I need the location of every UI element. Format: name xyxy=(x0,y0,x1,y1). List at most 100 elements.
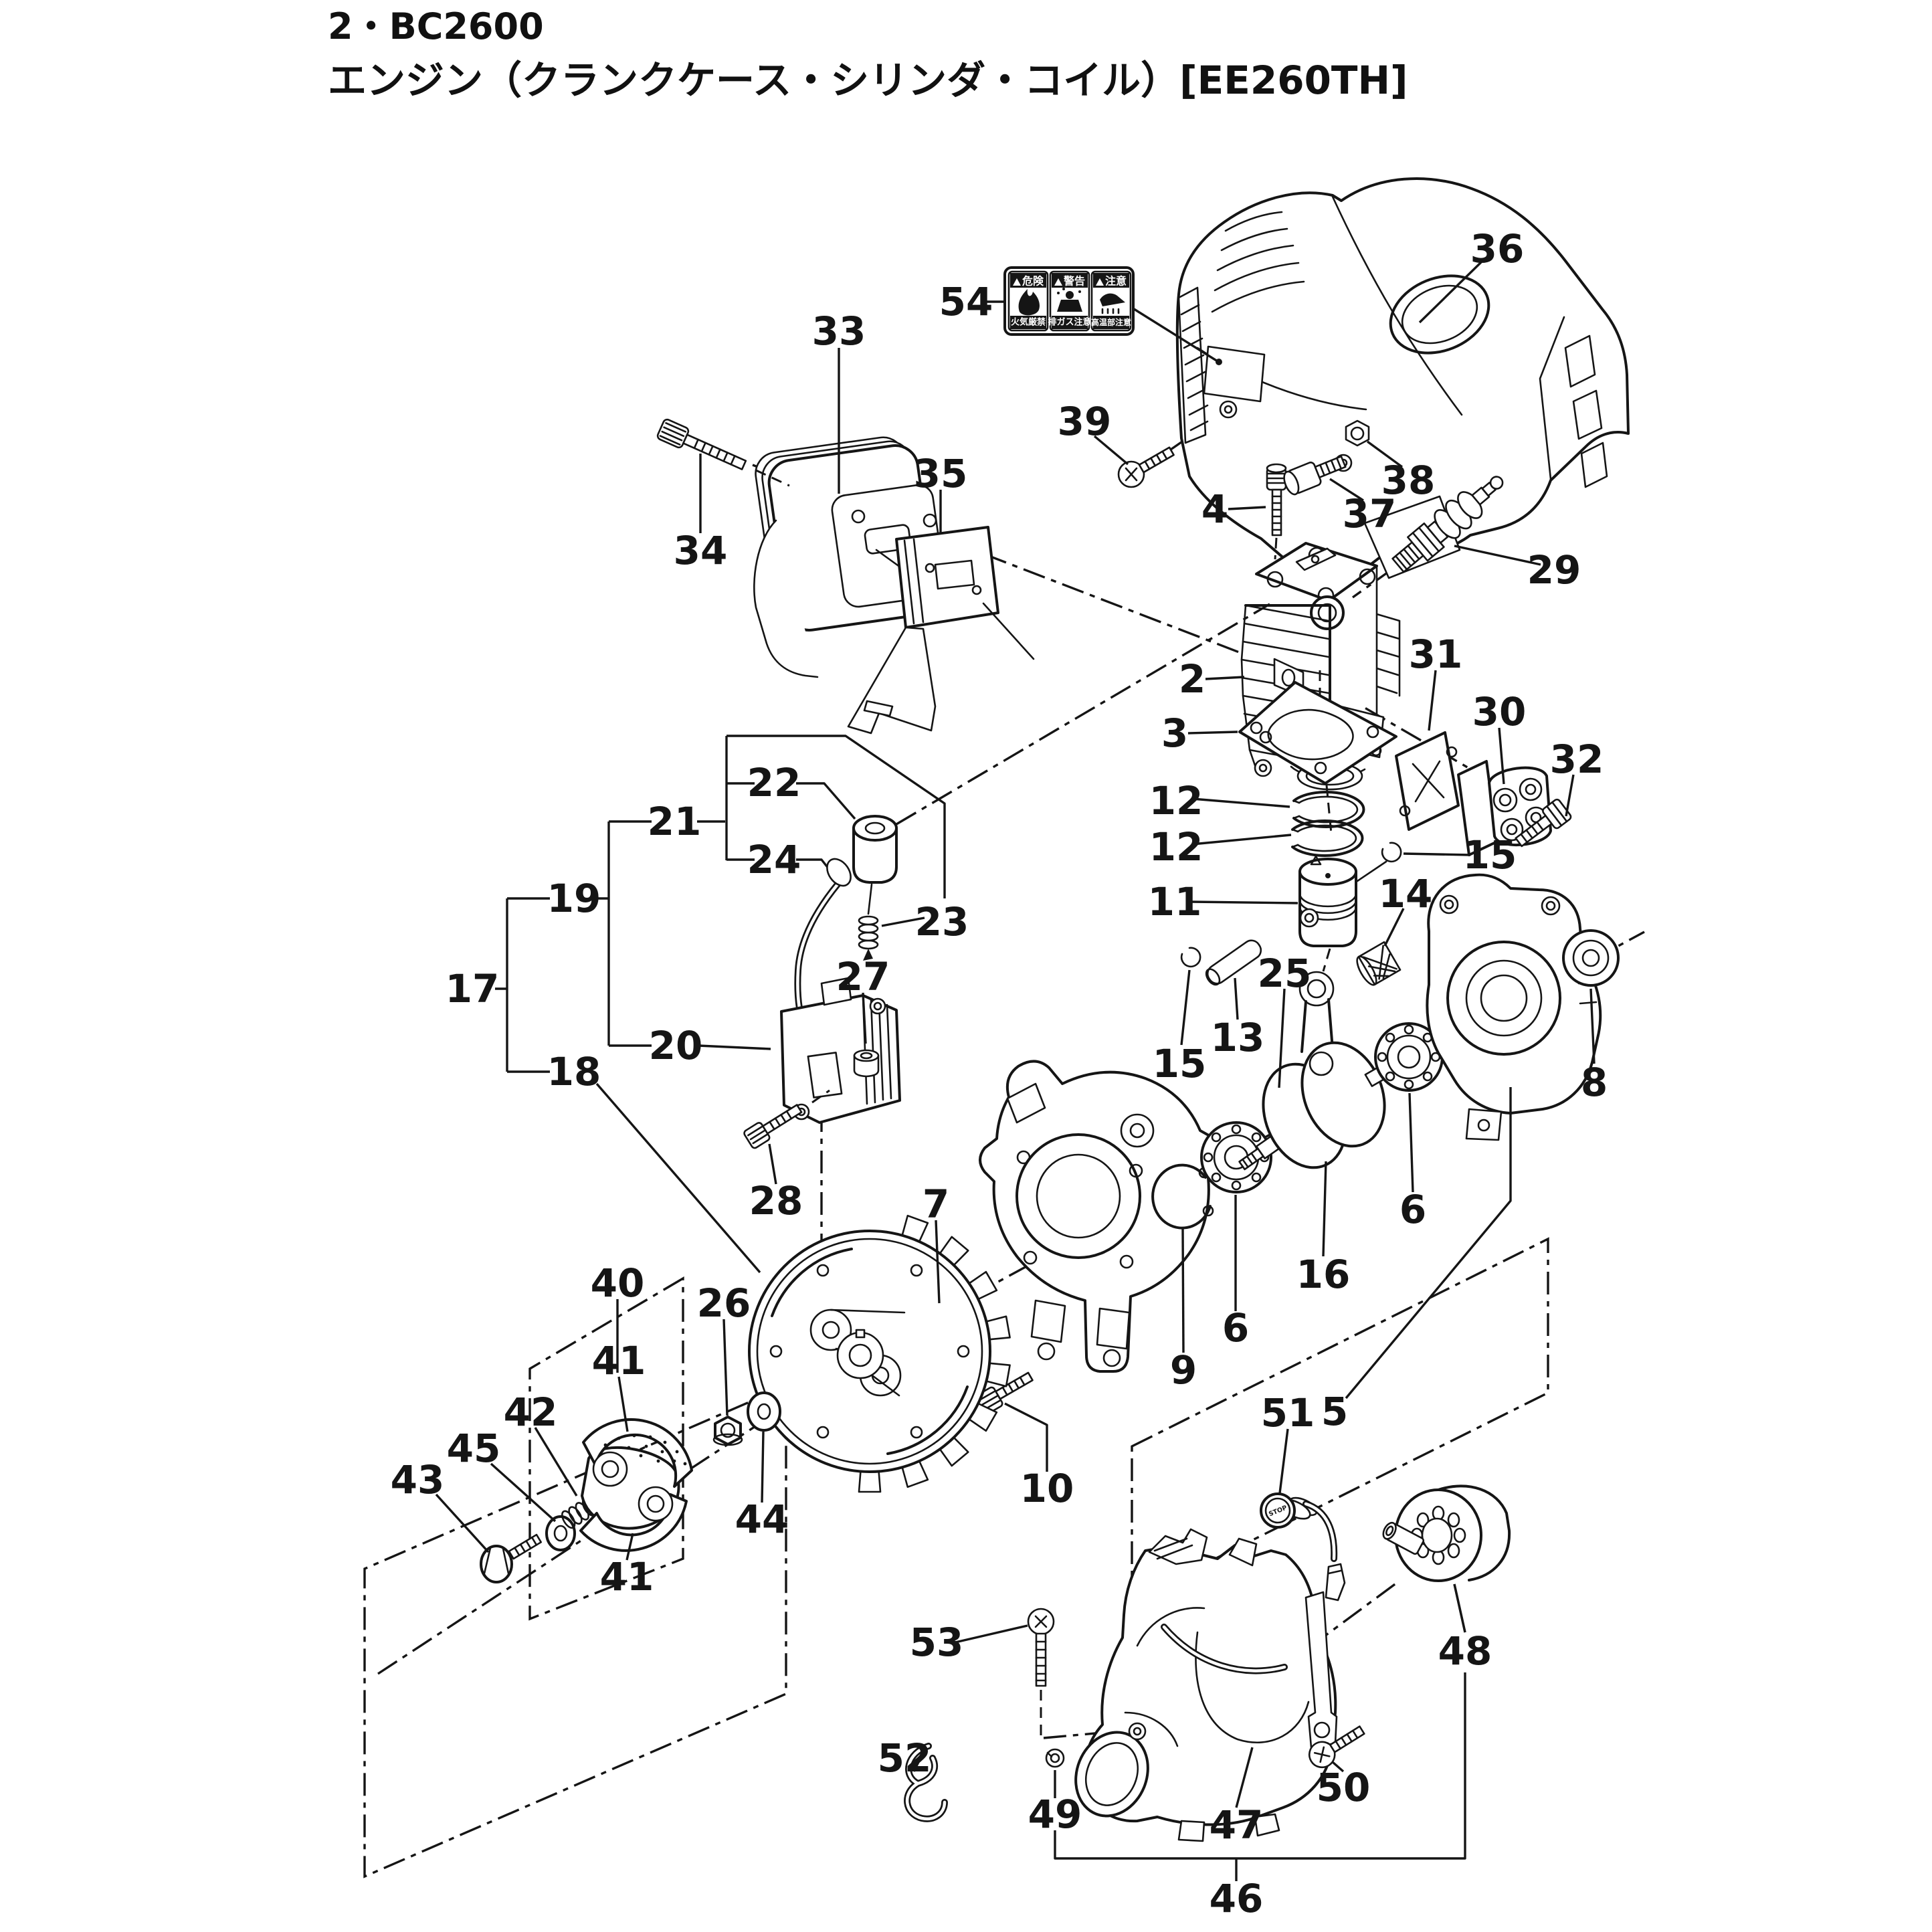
callout-leader-5 xyxy=(1345,1087,1512,1399)
piston-body xyxy=(1298,870,1357,947)
callout-23: 23 xyxy=(915,899,969,945)
callout-leader-13 xyxy=(1234,977,1239,1020)
screw34-axis xyxy=(755,469,790,487)
connecting-rod xyxy=(1300,998,1334,1053)
callout-33: 33 xyxy=(812,308,866,354)
warning-header-text: 危険 xyxy=(1022,275,1044,288)
callout-14: 14 xyxy=(1379,871,1433,916)
callout-2: 2 xyxy=(1179,656,1205,702)
callout-leader-30 xyxy=(1498,727,1505,785)
callout-leader-42 xyxy=(534,1427,578,1496)
callout-35: 35 xyxy=(914,451,968,496)
switch-connector xyxy=(1325,1563,1346,1602)
housing-bolt-50 xyxy=(1308,1725,1365,1769)
coil-window xyxy=(807,1052,843,1098)
bearing-6-left xyxy=(1200,1121,1272,1193)
callout-leader-11 xyxy=(1190,900,1298,904)
piston-pin-hole xyxy=(1299,908,1319,928)
clutch-washer-45 xyxy=(545,1515,576,1551)
plug-cap-22 xyxy=(826,815,898,887)
muffler-hole-1 xyxy=(851,509,866,524)
callout-leader-15b xyxy=(1180,969,1191,1046)
page-title-section: エンジン（クランクケース・シリンダ・コイル）[EE260TH] xyxy=(328,58,1408,103)
callout-41a: 41 xyxy=(592,1338,646,1383)
coil-group xyxy=(495,735,946,1149)
callout-25: 25 xyxy=(1258,951,1312,996)
callout-32: 32 xyxy=(1550,737,1604,782)
callout-leader-16 xyxy=(1322,1161,1327,1257)
crankcase-left xyxy=(979,1060,1222,1373)
callout-22: 22 xyxy=(747,760,801,805)
fan-housing-47 xyxy=(1074,1528,1338,1842)
callout-leader-28 xyxy=(768,1143,777,1185)
exhaust-gas-icon xyxy=(1066,291,1074,299)
callout-leader-12b xyxy=(1191,834,1292,846)
warning-triangle-icon xyxy=(1013,278,1021,286)
cylinder-fins-right xyxy=(1375,565,1401,717)
callout-6a: 6 xyxy=(1399,1187,1426,1232)
insulator-30 xyxy=(1457,760,1552,856)
callout-27: 27 xyxy=(836,954,890,999)
spark-plug xyxy=(1391,476,1504,573)
callout-leader-15a xyxy=(1403,852,1471,856)
warning-caption-text: 排ガス注意 xyxy=(1048,317,1091,328)
callout-19: 19 xyxy=(547,876,601,921)
warning-panel-warning: 警告 排ガス注意 xyxy=(1048,270,1092,332)
clutch-shoe-lower xyxy=(579,1493,688,1552)
callout-6b: 6 xyxy=(1222,1305,1249,1351)
callout-leader-39 xyxy=(1093,435,1129,466)
piston-ring-2-outer xyxy=(1291,819,1364,857)
callout-leader-23 xyxy=(881,916,925,927)
gasket3-bore xyxy=(1267,708,1354,761)
washer-44 xyxy=(747,1391,781,1432)
flywheel-magnets xyxy=(771,1248,969,1455)
callout-28: 28 xyxy=(749,1178,803,1224)
gasket3-outline xyxy=(1238,681,1397,785)
coil-spacer-27 xyxy=(853,1049,880,1078)
callout-leader-10 xyxy=(1004,1402,1048,1472)
callout-20: 20 xyxy=(649,1023,703,1068)
callout-leader-31 xyxy=(1428,670,1437,731)
hot-surface-icon xyxy=(1100,293,1125,306)
callout-29: 29 xyxy=(1527,547,1581,593)
piston xyxy=(1298,855,1357,972)
flame-icon xyxy=(1018,289,1040,316)
callout-18: 18 xyxy=(547,1049,601,1094)
muffler-screw-34 xyxy=(656,418,747,470)
callout-5: 5 xyxy=(1321,1389,1348,1434)
callout-leader-18 xyxy=(595,1082,761,1274)
cover-vent-hatch xyxy=(1180,304,1209,431)
piston-rings xyxy=(1291,791,1365,857)
needle-bearing-14 xyxy=(1356,941,1402,986)
warning-header-text: 注意 xyxy=(1105,275,1127,288)
callout-leader-27 xyxy=(862,992,867,1044)
callout-leader-41a xyxy=(617,1376,629,1432)
shield-pointer xyxy=(982,602,1035,660)
shield-slot xyxy=(863,700,894,717)
lower-left-group-box xyxy=(363,1384,787,1878)
callout-12b: 12 xyxy=(1149,824,1203,870)
callout-54: 54 xyxy=(939,279,993,324)
callout-leader-25 xyxy=(1278,988,1286,1088)
callout-30: 30 xyxy=(1472,689,1527,735)
warning-triangle-icon xyxy=(1054,278,1062,286)
callout-leader-50 xyxy=(1331,1761,1345,1773)
callout-10: 10 xyxy=(1020,1466,1074,1511)
circlip-9 xyxy=(1151,1163,1212,1230)
warning-caption-text: 高温部注意 xyxy=(1091,317,1131,327)
callout-12a: 12 xyxy=(1149,778,1203,824)
crankcase-right xyxy=(1426,873,1602,1141)
callout-42: 42 xyxy=(504,1389,558,1435)
callout-leader-38 xyxy=(1366,440,1404,468)
exhaust-gasket-31 xyxy=(1395,731,1460,831)
callout-45: 45 xyxy=(447,1426,501,1471)
pin-clip-left xyxy=(1180,947,1201,968)
callout-leader-32 xyxy=(1565,774,1575,817)
drum-hub xyxy=(1421,1517,1453,1553)
callout-leader-45 xyxy=(490,1462,557,1523)
clutch-drum-48 xyxy=(1382,1484,1511,1582)
shield-cutout xyxy=(934,559,975,590)
heat-shield xyxy=(847,526,1035,735)
callout-15b: 15 xyxy=(1153,1041,1207,1086)
plug-cap-axis xyxy=(896,603,1270,826)
